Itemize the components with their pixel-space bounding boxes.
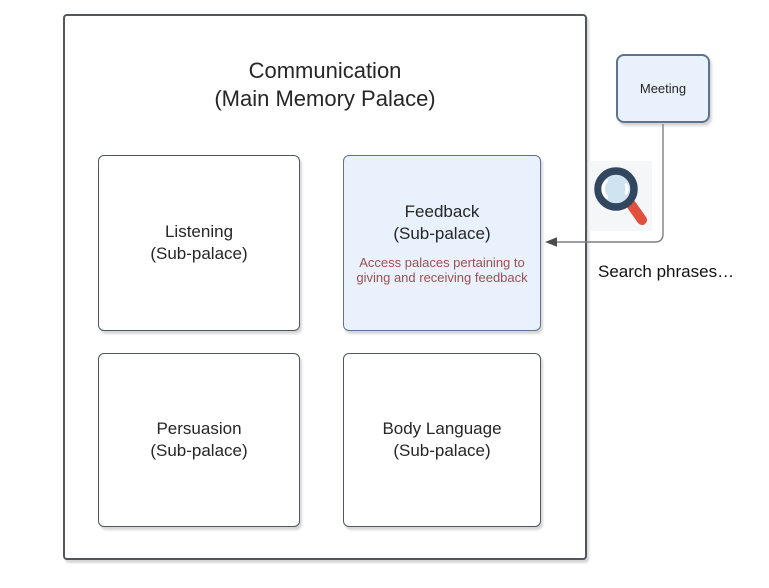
magnifier-highlight-right: [624, 183, 629, 195]
sub-palace-type: (Sub-palace): [150, 441, 248, 460]
search-icon[interactable]: [589, 161, 652, 231]
main-palace-title: Communication (Main Memory Palace): [63, 57, 587, 113]
sub-palace-listening[interactable]: Listening (Sub-palace): [98, 155, 300, 331]
sub-palace-type: (Sub-palace): [393, 224, 491, 243]
feedback-note-line2: giving and receiving feedback: [356, 270, 528, 285]
search-caption: Search phrases…: [598, 262, 735, 281]
sub-palace-body-language[interactable]: Body Language (Sub-palace): [343, 353, 541, 527]
main-palace-title-line2: (Main Memory Palace): [214, 86, 436, 111]
sub-palace-name: Body Language: [382, 419, 502, 438]
meeting-node-label: Meeting: [639, 80, 687, 96]
sub-palace-name: Persuasion: [156, 419, 242, 438]
main-palace-title-line1: Communication: [248, 58, 402, 83]
magnifier-handle: [625, 198, 647, 225]
feedback-note: Access palaces pertaining to giving and …: [356, 255, 527, 285]
meeting-node[interactable]: Meeting: [616, 54, 710, 123]
feedback-note-line1: Access palaces pertaining to: [359, 255, 525, 270]
sub-palace-feedback[interactable]: Feedback (Sub-palace) Access palaces per…: [343, 155, 541, 331]
magnifier-glyph: [594, 167, 647, 225]
sub-palace-type: (Sub-palace): [393, 441, 491, 460]
sub-palace-name: Listening: [164, 222, 234, 241]
magnifier-highlight-left: [601, 179, 609, 199]
sub-palace-persuasion[interactable]: Persuasion (Sub-palace): [98, 353, 300, 527]
sub-palace-type: (Sub-palace): [150, 244, 248, 263]
sub-palace-name: Feedback: [404, 202, 480, 221]
